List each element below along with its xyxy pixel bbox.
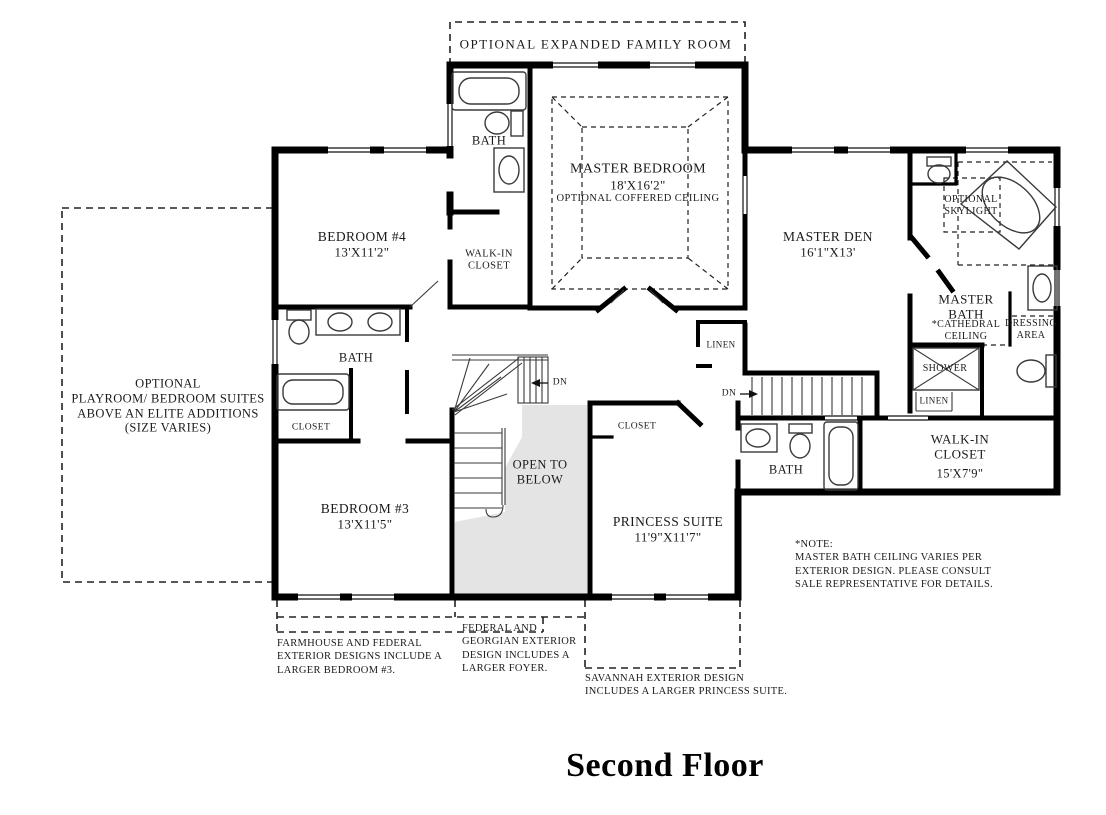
toilet-top-bath-icon bbox=[484, 110, 524, 137]
tub-left-bath-icon bbox=[276, 373, 350, 411]
room-label-linen-master: LINEN bbox=[919, 395, 949, 406]
room-label-master-walkin-closet: WALK-IN CLOSET bbox=[930, 431, 990, 462]
room-label-bath-left: BATH bbox=[338, 350, 374, 365]
optional-family-room-label: OPTIONAL EXPANDED FAMILY ROOM bbox=[459, 36, 733, 52]
room-label-bedroom3: BEDROOM #3 bbox=[320, 501, 410, 517]
room-note-master-bedroom: OPTIONAL COFFERED CEILING bbox=[556, 192, 720, 204]
back-staircase bbox=[751, 377, 863, 415]
toilet-master-bath-icon bbox=[1016, 354, 1057, 388]
vanity-left-bath-icon bbox=[315, 308, 401, 336]
note-farmhouse: FARMHOUSE AND FEDERAL EXTERIOR DESIGNS I… bbox=[277, 638, 443, 676]
room-dims-master-den: 16'1"X13' bbox=[800, 244, 856, 260]
room-label-master-bedroom: MASTER BEDROOM bbox=[570, 161, 706, 177]
dn-arrow-back-icon bbox=[740, 390, 758, 398]
optional-playroom-label: OPTIONAL PLAYROOM/ BEDROOM SUITES ABOVE … bbox=[71, 376, 265, 435]
room-dims-master-walkin-closet: 15'X7'9" bbox=[936, 466, 984, 481]
sink-princess-bath-icon bbox=[740, 423, 778, 453]
note-savannah: SAVANNAH EXTERIOR DESIGN INCLUDES A LARG… bbox=[585, 673, 788, 698]
room-label-closet-left: CLOSET bbox=[291, 422, 331, 433]
toilet-master-nook-icon bbox=[926, 156, 952, 184]
coffered-ceiling-outline bbox=[551, 96, 729, 290]
room-label-walkin-closet-top: WALK-IN CLOSET bbox=[465, 248, 513, 272]
toilet-left-bath-icon bbox=[286, 309, 312, 345]
note-master-bath: *NOTE: MASTER BATH CEILING VARIES PER EX… bbox=[795, 539, 994, 591]
toilet-princess-bath-icon bbox=[788, 423, 813, 459]
room-label-master-den: MASTER DEN bbox=[783, 229, 873, 245]
room-label-dressing-area: DRESSING AREA bbox=[1004, 318, 1058, 341]
open-to-below-area bbox=[455, 405, 587, 594]
room-label-closet-princess: CLOSET bbox=[617, 421, 657, 432]
corner-tub-master-icon bbox=[959, 160, 1057, 250]
room-label-master-bath: MASTER BATH bbox=[938, 291, 994, 322]
sink-top-bath-icon bbox=[493, 147, 525, 193]
exterior-design-annotation-outlines bbox=[276, 600, 741, 669]
windows bbox=[270, 60, 1062, 602]
room-label-princess-suite: PRINCESS SUITE bbox=[612, 514, 724, 530]
room-dims-princess-suite: 11'9"X11'7" bbox=[634, 529, 702, 545]
room-dims-bedroom4: 13'X11'2" bbox=[334, 244, 390, 260]
room-label-bath-princess: BATH bbox=[768, 462, 804, 477]
tub-princess-bath-icon bbox=[823, 421, 859, 491]
interior-walls bbox=[272, 62, 1060, 600]
room-label-bedroom4: BEDROOM #4 bbox=[317, 229, 407, 245]
room-label-linen-hall: LINEN bbox=[706, 339, 736, 350]
tub-top-bath-icon bbox=[451, 71, 527, 111]
optional-skylight-label: OPTIONAL SKYLIGHT bbox=[944, 194, 998, 217]
page-title: Second Floor bbox=[566, 747, 764, 784]
sink-dressing-icon bbox=[1027, 265, 1058, 311]
dn-arrow-main-icon bbox=[531, 379, 548, 387]
room-note-master-bath: *CATHEDRAL CEILING bbox=[931, 319, 1001, 342]
room-label-bath-top: BATH bbox=[471, 133, 507, 148]
stairs-dn-main-label: DN bbox=[552, 377, 568, 388]
room-dims-bedroom3: 13'X11'5" bbox=[337, 516, 393, 532]
open-to-below-label: OPEN TO BELOW bbox=[512, 457, 568, 486]
linen-master-bracket bbox=[915, 392, 953, 412]
room-dims-master-bedroom: 18'X16'2" bbox=[610, 177, 666, 193]
stairs-dn-back-label: DN bbox=[721, 388, 737, 399]
note-federal: FEDERAL AND GEORGIAN EXTERIOR DESIGN INC… bbox=[462, 623, 577, 675]
shower-icon bbox=[912, 347, 980, 391]
room-label-shower: SHOWER bbox=[922, 363, 968, 375]
main-staircase bbox=[451, 354, 549, 518]
